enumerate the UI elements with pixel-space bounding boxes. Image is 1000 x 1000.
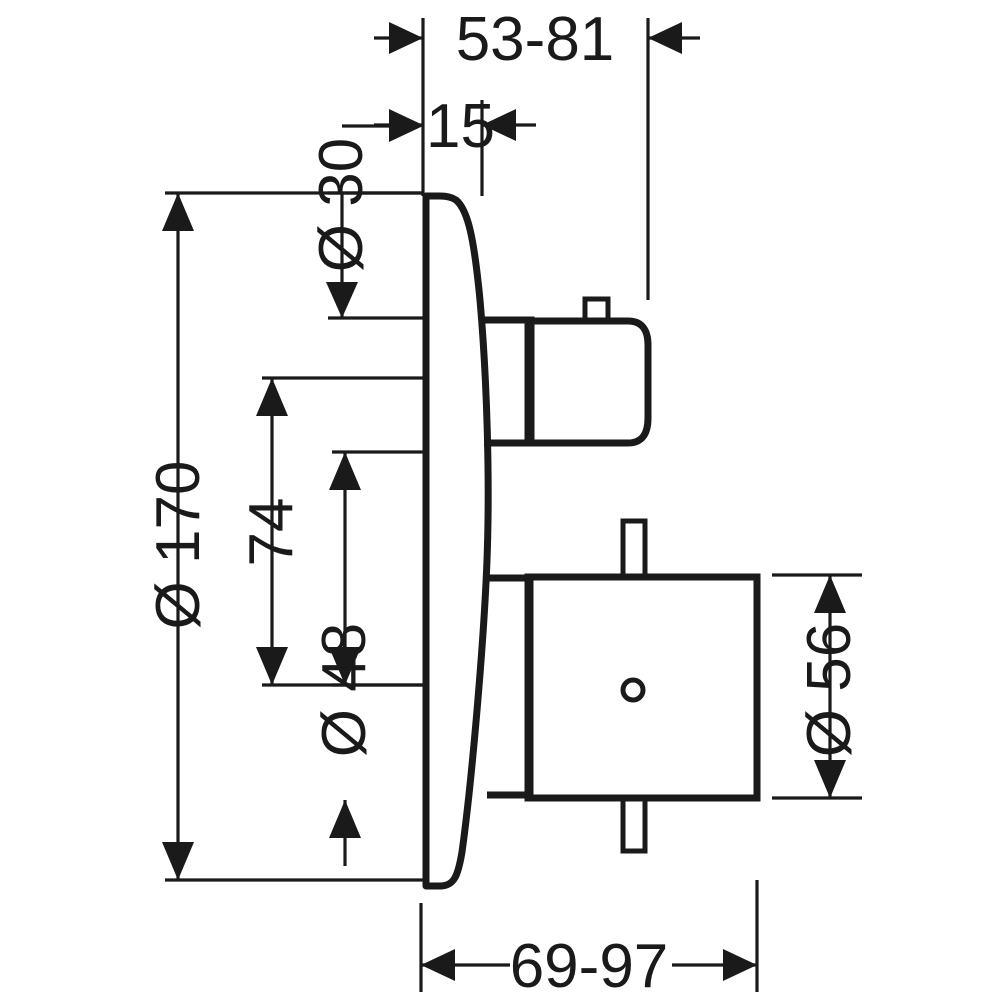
arrowhead-74-bottom bbox=[256, 647, 288, 685]
lower-spindle-neck bbox=[487, 574, 534, 799]
dimension-left-74: 74 bbox=[237, 378, 306, 685]
dimension-left-170: Ø 170 bbox=[144, 193, 213, 880]
product-geometry bbox=[422, 192, 761, 890]
arrowhead-6997-right bbox=[723, 949, 757, 981]
arrowhead-30-top bbox=[389, 110, 423, 142]
wall-plate-profile bbox=[422, 192, 492, 890]
arrowhead-170-top bbox=[162, 193, 194, 231]
arrowhead-5381-left bbox=[389, 22, 423, 54]
upper-control-knob bbox=[524, 317, 652, 447]
dim-label-56: Ø 56 bbox=[795, 623, 864, 757]
arrowhead-5381-right bbox=[648, 22, 682, 54]
dim-label-170: Ø 170 bbox=[144, 461, 213, 630]
dimension-left-30: Ø 30 bbox=[307, 110, 423, 318]
dim-label-69-97: 69-97 bbox=[510, 932, 669, 1000]
lower-control-center-hole bbox=[620, 677, 646, 703]
dimension-top-53-81: 53-81 bbox=[374, 5, 700, 74]
arrowhead-170-bottom bbox=[162, 842, 194, 880]
upper-spindle-neck bbox=[484, 316, 535, 447]
dim-label-15: 15 bbox=[426, 92, 495, 161]
arrowhead-56-top bbox=[814, 575, 846, 613]
dimension-bottom-69-97: 69-97 bbox=[421, 932, 757, 1000]
arrowhead-56-bottom bbox=[814, 760, 846, 798]
lower-control-top-tab bbox=[620, 518, 648, 577]
lower-control-bottom-tab bbox=[620, 798, 648, 854]
extension-lines bbox=[165, 18, 862, 992]
arrowhead-74-top bbox=[256, 378, 288, 416]
arrowhead-30-bottom bbox=[326, 282, 358, 318]
arrowhead-48-tail bbox=[329, 800, 361, 838]
upper-control-tab bbox=[582, 296, 611, 320]
dim-label-74: 74 bbox=[237, 498, 306, 567]
arrowhead-6997-left bbox=[421, 949, 455, 981]
arrowhead-48-top bbox=[329, 452, 361, 490]
dimension-left-48: Ø 48 bbox=[310, 452, 379, 866]
dim-label-30: Ø 30 bbox=[307, 138, 376, 272]
dim-label-48: Ø 48 bbox=[310, 623, 379, 757]
arrowhead-48-bottom bbox=[329, 647, 361, 685]
dim-label-53-81: 53-81 bbox=[456, 5, 615, 74]
dimension-right-56: Ø 56 bbox=[795, 575, 864, 798]
arrowhead-15-right bbox=[482, 109, 516, 141]
